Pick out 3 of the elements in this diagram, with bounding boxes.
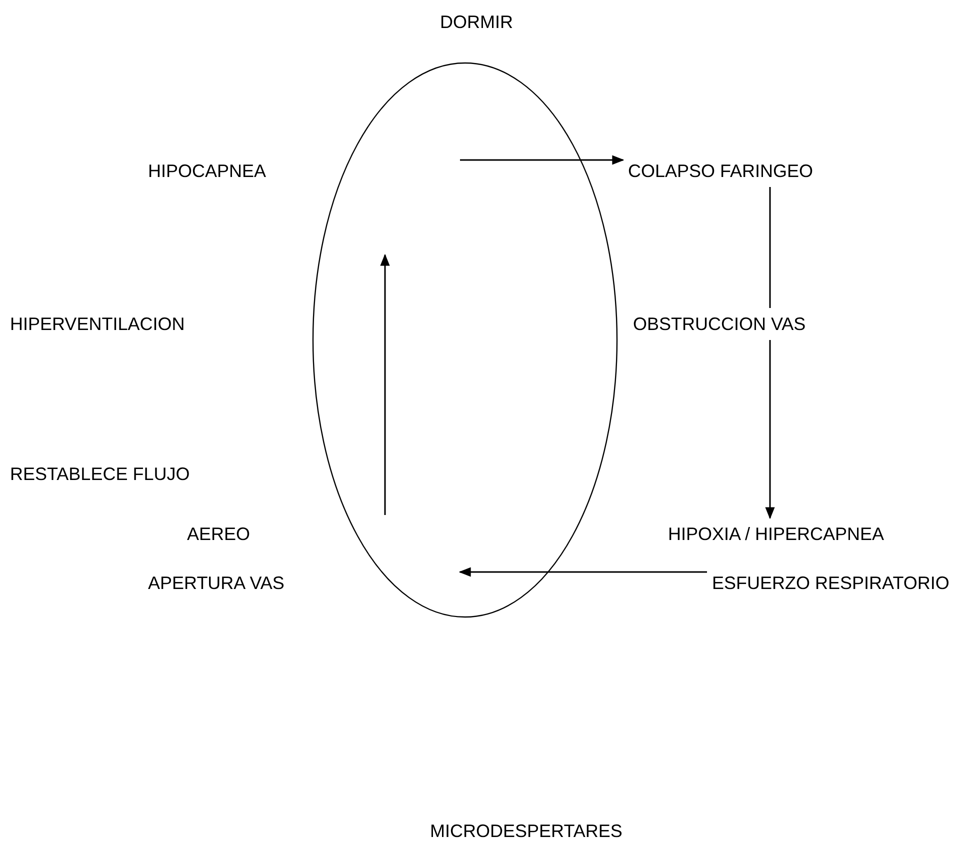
arrow	[458, 567, 707, 577]
arrow	[460, 155, 624, 165]
arrow	[765, 340, 775, 520]
